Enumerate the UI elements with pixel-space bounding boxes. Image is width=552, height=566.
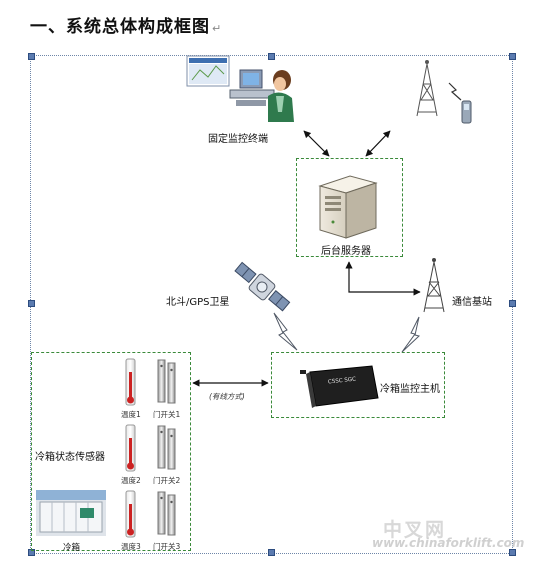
- server-tower-link: [365, 130, 391, 157]
- resize-handle-right[interactable]: [509, 300, 516, 307]
- thermometer-1-icon: [125, 358, 136, 406]
- paragraph-mark: ↵: [212, 22, 223, 35]
- base-station-label: 通信基站: [452, 297, 492, 308]
- sensor-temp-1-label: 温度1: [121, 410, 141, 419]
- monitor-screen-icon: [186, 55, 230, 87]
- wireless-signal-left-icon: [273, 312, 298, 351]
- terminal-server-link: [303, 130, 330, 157]
- sensors-label: 冷箱状态传感器: [35, 452, 105, 463]
- base-station-tower-icon: [423, 258, 445, 313]
- sensor-group-box: [31, 352, 191, 551]
- radio-tower-icon: [416, 60, 438, 117]
- thermometer-2-icon: [125, 424, 136, 472]
- resize-handle-top-left[interactable]: [28, 53, 35, 60]
- operator-icon: [229, 69, 294, 122]
- monitoring-host-icon: [300, 365, 379, 408]
- door-switch-3-icon: [157, 491, 176, 536]
- sensor-temp-3-label: 温度3: [121, 542, 141, 551]
- sensor-door-3-label: 门开关3: [153, 542, 181, 551]
- heading-text: 一、系统总体构成框图: [30, 17, 210, 37]
- reefer-container-icon: [36, 490, 106, 536]
- satellite-icon: [234, 261, 291, 312]
- satellite-label: 北斗/GPS卫星: [166, 297, 230, 308]
- resize-handle-left[interactable]: [28, 300, 35, 307]
- resize-handle-bottom[interactable]: [268, 549, 275, 556]
- door-switch-1-icon: [157, 359, 176, 404]
- watermark-url: www.chinaforklift.com: [372, 536, 525, 550]
- host-group-box: [271, 352, 445, 418]
- server-icon: [318, 175, 378, 239]
- sensor-temp-2-label: 温度2: [121, 476, 141, 485]
- wired-link-label: (有线方式): [209, 392, 245, 401]
- sensor-door-2-label: 门开关2: [153, 476, 181, 485]
- host-label: 冷箱监控主机: [380, 384, 440, 395]
- connection-arrows: [192, 130, 421, 387]
- terminal-label: 固定监控终端: [208, 134, 268, 145]
- resize-handle-top[interactable]: [268, 53, 275, 60]
- sensor-door-1-label: 门开关1: [153, 410, 181, 419]
- server-label: 后台服务器: [321, 246, 371, 257]
- resize-handle-bottom-right[interactable]: [509, 549, 516, 556]
- server-group-box: [296, 158, 403, 257]
- resize-handle-top-right[interactable]: [509, 53, 516, 60]
- door-switch-2-icon: [157, 425, 176, 470]
- server-base-station-link: [345, 261, 421, 296]
- container-label: 冷箱: [63, 543, 81, 553]
- mobile-phone-icon: [461, 100, 472, 124]
- diagram-heading: 一、系统总体构成框图↵: [30, 12, 222, 37]
- thermometer-3-icon: [125, 490, 136, 538]
- watermark-cn: 中叉网: [383, 519, 447, 541]
- signal-icon: [448, 82, 462, 101]
- wireless-signal-right-icon: [401, 316, 421, 353]
